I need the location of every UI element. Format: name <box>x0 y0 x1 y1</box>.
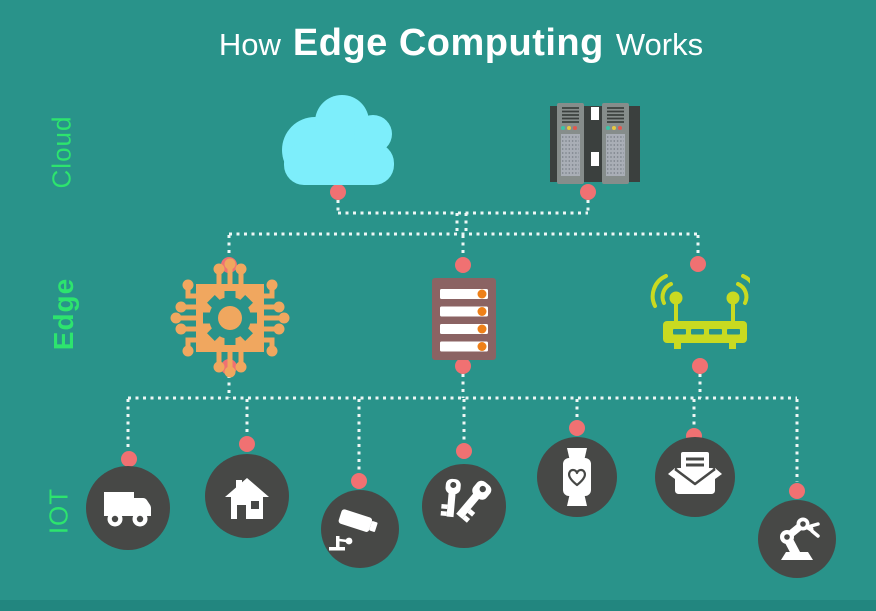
node-dot <box>455 257 471 273</box>
smart-mail-icon <box>655 437 735 517</box>
node-dot <box>121 451 137 467</box>
node-dot <box>456 443 472 459</box>
node-dot <box>455 358 471 374</box>
server-rack-icon <box>550 103 640 184</box>
dotted-connector-lines <box>126 200 799 482</box>
title-suffix: Works <box>615 27 704 62</box>
node-dot <box>569 420 585 436</box>
wifi-waves <box>650 274 750 308</box>
smart-home-icon <box>205 454 289 538</box>
title-prefix: How <box>218 27 281 62</box>
chip-trace-terminals <box>170 258 290 378</box>
rack-tower <box>557 103 584 184</box>
node-dot <box>330 184 346 200</box>
wifi-router-icon <box>650 274 750 349</box>
node-dot <box>239 436 255 452</box>
node-dot <box>690 256 706 272</box>
edge-server-icon <box>432 278 496 360</box>
router-ports <box>673 329 740 335</box>
key-front <box>456 480 492 523</box>
cloud-icon <box>282 95 394 185</box>
node-dot <box>580 184 596 200</box>
node-dot <box>789 483 805 499</box>
node-dot <box>351 473 367 489</box>
circuit-chip-icon <box>170 258 290 378</box>
title-emphasis: Edge Computing <box>292 22 604 64</box>
bottom-shade-strip <box>0 600 876 611</box>
robot-arm-icon <box>758 500 836 578</box>
iot-node-circle <box>758 500 836 578</box>
server-slots <box>440 289 488 352</box>
rack-tower <box>602 103 629 184</box>
smartwatch-icon <box>537 437 617 517</box>
smart-keys-icon <box>422 464 506 548</box>
delivery-truck-icon <box>86 466 170 550</box>
page-title: How Edge Computing Works <box>219 22 703 65</box>
cctv-camera-icon <box>321 490 399 568</box>
node-dot <box>692 358 708 374</box>
key-back <box>440 478 461 518</box>
